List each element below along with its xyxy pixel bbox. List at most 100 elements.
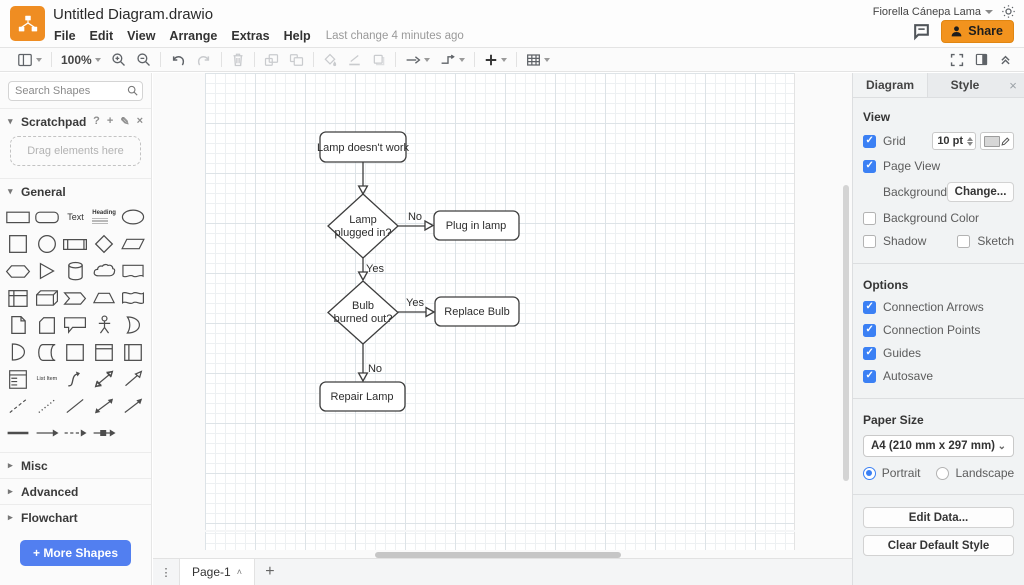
- tab-style[interactable]: Style: [950, 78, 980, 92]
- shape-rectangle[interactable]: [4, 206, 33, 228]
- shape-cloud[interactable]: [90, 260, 119, 282]
- shape-hexagon[interactable]: [4, 260, 33, 282]
- node-decision-2[interactable]: [327, 280, 399, 345]
- fill-color-button[interactable]: [323, 53, 337, 67]
- shape-cylinder[interactable]: [61, 260, 90, 282]
- shape-link-arrow[interactable]: [33, 422, 62, 444]
- clear-default-style-button[interactable]: Clear Default Style: [863, 535, 1014, 556]
- section-general[interactable]: ▾ General: [0, 179, 151, 204]
- landscape-radio[interactable]: [936, 466, 950, 480]
- section-advanced[interactable]: ▸ Advanced: [0, 479, 151, 504]
- search-icon[interactable]: [127, 85, 138, 96]
- shape-and[interactable]: [4, 341, 33, 363]
- autosave-checkbox[interactable]: [863, 369, 876, 383]
- shape-tape[interactable]: [118, 287, 147, 309]
- guides-checkbox[interactable]: [863, 346, 876, 360]
- shape-data-storage[interactable]: [33, 341, 62, 363]
- user-name[interactable]: Fiorella Cánepa Lama: [872, 5, 981, 18]
- shape-internal-storage[interactable]: [4, 287, 33, 309]
- grid-color-button[interactable]: [980, 132, 1014, 150]
- connection-points-checkbox[interactable]: [863, 323, 876, 337]
- shape-horizontal-container[interactable]: [118, 341, 147, 363]
- shape-circle[interactable]: [33, 233, 62, 255]
- paper-size-select[interactable]: A4 (210 mm x 297 mm) ⌄: [863, 435, 1014, 457]
- shape-directional-connector[interactable]: [118, 395, 147, 417]
- shape-arrow[interactable]: [118, 368, 147, 390]
- page-view-checkbox[interactable]: [863, 159, 876, 173]
- redo-button[interactable]: [196, 53, 212, 67]
- shape-labeled-link[interactable]: [90, 422, 119, 444]
- line-color-button[interactable]: [347, 53, 362, 67]
- scratchpad-close-icon[interactable]: ×: [136, 115, 143, 127]
- shape-bidirectional-arrow[interactable]: [90, 368, 119, 390]
- search-shapes-input[interactable]: [8, 81, 143, 101]
- horizontal-scrollbar[interactable]: [375, 552, 621, 558]
- waypoints-style-dropdown[interactable]: [440, 54, 465, 66]
- connection-style-dropdown[interactable]: [405, 54, 430, 66]
- menu-view[interactable]: View: [127, 29, 156, 43]
- shape-note[interactable]: [4, 314, 33, 336]
- shadow-checkbox[interactable]: [863, 234, 876, 248]
- collapse-toolbar-icon[interactable]: [999, 53, 1012, 66]
- shape-horizontal-line[interactable]: [4, 422, 33, 444]
- shape-text[interactable]: Text: [67, 212, 84, 222]
- shape-trapezoid[interactable]: [90, 287, 119, 309]
- shape-actor[interactable]: [90, 314, 119, 336]
- tab-diagram[interactable]: Diagram: [853, 73, 928, 97]
- diagram-canvas[interactable]: Lamp doesn't work Lamp plugged in? Plug …: [153, 73, 852, 558]
- menu-extras[interactable]: Extras: [231, 29, 270, 43]
- insert-dropdown[interactable]: [484, 53, 507, 67]
- section-scratchpad[interactable]: ▾ Scratchpad ? + ✎ ×: [0, 109, 151, 134]
- edit-data-button[interactable]: Edit Data...: [863, 507, 1014, 528]
- shape-vertical-container[interactable]: [90, 341, 119, 363]
- grid-checkbox[interactable]: [863, 134, 876, 148]
- stepper-up-icon[interactable]: [967, 136, 973, 141]
- shape-parallelogram[interactable]: [118, 233, 147, 255]
- section-flowchart[interactable]: ▸ Flowchart: [0, 505, 151, 530]
- scratchpad-edit-icon[interactable]: ✎: [120, 116, 130, 128]
- scratchpad-help-icon[interactable]: ?: [93, 115, 100, 127]
- document-title[interactable]: Untitled Diagram.drawio: [53, 6, 214, 23]
- connection-arrows-checkbox[interactable]: [863, 300, 876, 314]
- vertical-scrollbar[interactable]: [843, 185, 849, 481]
- shape-dashed-link[interactable]: [61, 422, 90, 444]
- sketch-checkbox[interactable]: [957, 234, 971, 248]
- zoom-level-dropdown[interactable]: 100%: [61, 53, 101, 67]
- page-tab-1[interactable]: Page-1 ˄: [179, 559, 255, 585]
- panel-close-icon[interactable]: ×: [1009, 77, 1017, 93]
- format-panel-toggle-icon[interactable]: [975, 53, 988, 66]
- zoom-in-button[interactable]: [111, 52, 126, 67]
- node-decision-1[interactable]: [327, 193, 399, 259]
- pages-menu-icon[interactable]: ⋮: [160, 566, 172, 579]
- delete-button[interactable]: [231, 52, 245, 67]
- shape-bidirectional-connector[interactable]: [90, 395, 119, 417]
- shape-document[interactable]: [118, 260, 147, 282]
- add-page-button[interactable]: +: [265, 563, 275, 580]
- shape-step[interactable]: [61, 287, 90, 309]
- portrait-radio[interactable]: [862, 466, 876, 480]
- shape-container[interactable]: [61, 341, 90, 363]
- menu-file[interactable]: File: [54, 29, 76, 43]
- shape-list-item[interactable]: List Item: [33, 368, 62, 390]
- scratchpad-add-icon[interactable]: +: [106, 115, 114, 127]
- shape-curve[interactable]: [61, 368, 90, 390]
- background-color-checkbox[interactable]: [863, 211, 876, 225]
- shape-textbox[interactable]: Heading: [90, 206, 119, 228]
- theme-sun-icon[interactable]: [1001, 4, 1016, 19]
- to-front-button[interactable]: [264, 53, 279, 67]
- shape-callout[interactable]: [61, 314, 90, 336]
- node-start[interactable]: [319, 131, 407, 163]
- menu-help[interactable]: Help: [283, 29, 311, 43]
- shape-process[interactable]: [61, 233, 90, 255]
- zoom-out-button[interactable]: [136, 52, 151, 67]
- table-dropdown[interactable]: [526, 53, 550, 67]
- shape-cube[interactable]: [33, 287, 62, 309]
- shape-or[interactable]: [118, 314, 147, 336]
- shape-rounded-rectangle[interactable]: [33, 206, 62, 228]
- node-action-2[interactable]: [434, 296, 520, 327]
- shape-dashed-line[interactable]: [4, 395, 33, 417]
- to-back-button[interactable]: [289, 53, 304, 67]
- grid-size-input[interactable]: 10 pt: [932, 132, 976, 150]
- share-button[interactable]: Share: [941, 20, 1014, 43]
- node-action-1[interactable]: [433, 210, 520, 241]
